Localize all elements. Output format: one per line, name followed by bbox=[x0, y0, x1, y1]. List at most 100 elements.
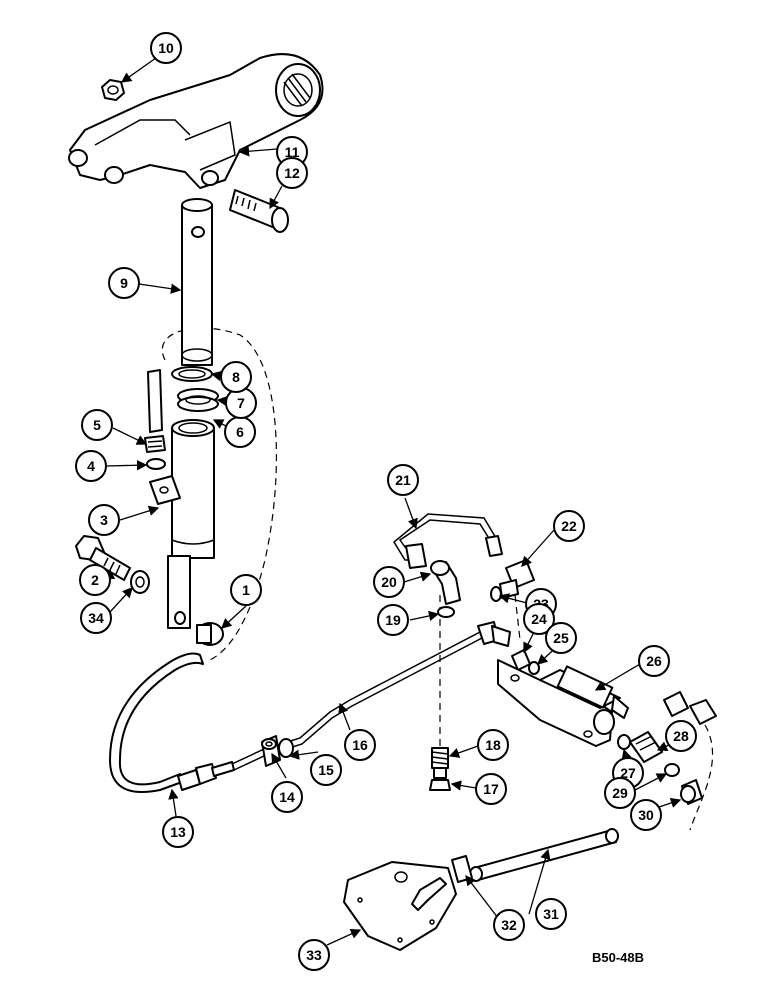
washer-27 bbox=[617, 734, 631, 750]
callout-20: 20 bbox=[373, 566, 405, 598]
callout-label: 18 bbox=[485, 737, 501, 753]
callout-18: 18 bbox=[477, 729, 509, 761]
plug-28 bbox=[629, 731, 663, 763]
callout-label: 9 bbox=[120, 275, 128, 291]
callout-label: 28 bbox=[673, 728, 689, 744]
callout-label: 19 bbox=[385, 612, 401, 628]
callout-label: 2 bbox=[91, 572, 99, 588]
callout-13: 13 bbox=[162, 816, 194, 848]
valve-block bbox=[497, 659, 629, 747]
feed-pipe bbox=[393, 513, 503, 569]
callout-label: 20 bbox=[381, 574, 397, 590]
cover-plate bbox=[343, 861, 457, 951]
callout-33: 33 bbox=[298, 939, 330, 971]
cap-screw bbox=[75, 535, 131, 581]
callout-label: 3 bbox=[100, 512, 108, 528]
callout-4: 4 bbox=[75, 450, 107, 482]
callout-9: 9 bbox=[108, 267, 140, 299]
callout-30: 30 bbox=[630, 799, 662, 831]
callout-label: 10 bbox=[158, 40, 174, 56]
callout-label: 22 bbox=[561, 518, 577, 534]
callout-12: 12 bbox=[276, 157, 308, 189]
hose-routing-line bbox=[161, 327, 278, 661]
callout-label: 25 bbox=[553, 630, 569, 646]
washer-34 bbox=[130, 570, 150, 594]
callout-label: 6 bbox=[236, 424, 244, 440]
callout-28: 28 bbox=[665, 720, 697, 752]
spacer bbox=[261, 738, 277, 750]
seal-25 bbox=[528, 661, 540, 675]
fitting-alignment-line bbox=[514, 594, 521, 641]
oring-29 bbox=[664, 763, 680, 777]
callout-6: 6 bbox=[224, 416, 256, 448]
callout-label: 5 bbox=[93, 417, 101, 433]
hose-clamp bbox=[451, 855, 473, 883]
pivot-pin bbox=[229, 189, 289, 233]
end-fitting bbox=[663, 691, 717, 725]
callout-32: 32 bbox=[493, 909, 525, 941]
callout-24: 24 bbox=[523, 603, 555, 635]
lift-cylinder bbox=[149, 419, 215, 629]
callout-22: 22 bbox=[553, 510, 585, 542]
callout-14: 14 bbox=[271, 781, 303, 813]
washer-23 bbox=[490, 586, 502, 602]
callout-26: 26 bbox=[638, 645, 670, 677]
lift-arm bbox=[68, 53, 324, 189]
callout-label: 33 bbox=[306, 947, 322, 963]
lift-rod bbox=[181, 198, 213, 366]
callout-label: 17 bbox=[483, 781, 499, 797]
elbow-22 bbox=[499, 559, 535, 599]
callout-label: 34 bbox=[88, 610, 104, 626]
callout-2: 2 bbox=[79, 564, 111, 596]
callout-19: 19 bbox=[377, 604, 409, 636]
callout-21: 21 bbox=[387, 464, 419, 496]
spring-pin bbox=[431, 747, 449, 779]
callout-label: 14 bbox=[279, 789, 295, 805]
cylinder-fitting bbox=[144, 369, 166, 453]
callout-label: 30 bbox=[638, 807, 654, 823]
diagram-code: B50-48B bbox=[592, 950, 644, 965]
callout-3: 3 bbox=[88, 504, 120, 536]
lock-nut bbox=[101, 79, 125, 101]
callout-1: 1 bbox=[230, 574, 262, 606]
callout-10: 10 bbox=[150, 32, 182, 64]
callout-label: 1 bbox=[242, 582, 250, 598]
callout-label: 12 bbox=[284, 165, 300, 181]
bushing bbox=[196, 622, 224, 646]
callout-34: 34 bbox=[80, 602, 112, 634]
callout-31: 31 bbox=[535, 898, 567, 930]
plug-30 bbox=[680, 779, 703, 805]
drain-routing-line bbox=[689, 724, 714, 831]
callout-15: 15 bbox=[310, 754, 342, 786]
pin-nut bbox=[429, 779, 451, 791]
elbow-fitting bbox=[430, 560, 461, 605]
drain-tube bbox=[469, 828, 619, 882]
callout-7: 7 bbox=[225, 387, 257, 419]
callout-5: 5 bbox=[81, 409, 113, 441]
callout-label: 15 bbox=[318, 762, 334, 778]
hydraulic-tube bbox=[231, 621, 511, 771]
callout-label: 11 bbox=[285, 144, 300, 160]
washer-4 bbox=[146, 458, 166, 470]
callout-label: 21 bbox=[395, 472, 411, 488]
callout-label: 32 bbox=[501, 917, 517, 933]
callout-17: 17 bbox=[475, 773, 507, 805]
callout-label: 26 bbox=[646, 653, 662, 669]
callout-label: 31 bbox=[543, 906, 559, 922]
seal-stack bbox=[171, 366, 219, 412]
callout-label: 4 bbox=[87, 458, 95, 474]
washer-19 bbox=[437, 606, 455, 618]
callout-label: 8 bbox=[232, 369, 240, 385]
callout-label: 7 bbox=[237, 395, 245, 411]
callout-label: 29 bbox=[612, 785, 628, 801]
callout-29: 29 bbox=[604, 777, 636, 809]
callout-label: 24 bbox=[531, 611, 547, 627]
callout-25: 25 bbox=[545, 622, 577, 654]
hydraulic-hose bbox=[109, 652, 235, 793]
callout-label: 27 bbox=[620, 765, 636, 781]
callout-16: 16 bbox=[344, 729, 376, 761]
callout-label: 13 bbox=[170, 824, 186, 840]
leader-lines bbox=[104, 52, 682, 946]
callout-8: 8 bbox=[220, 361, 252, 393]
